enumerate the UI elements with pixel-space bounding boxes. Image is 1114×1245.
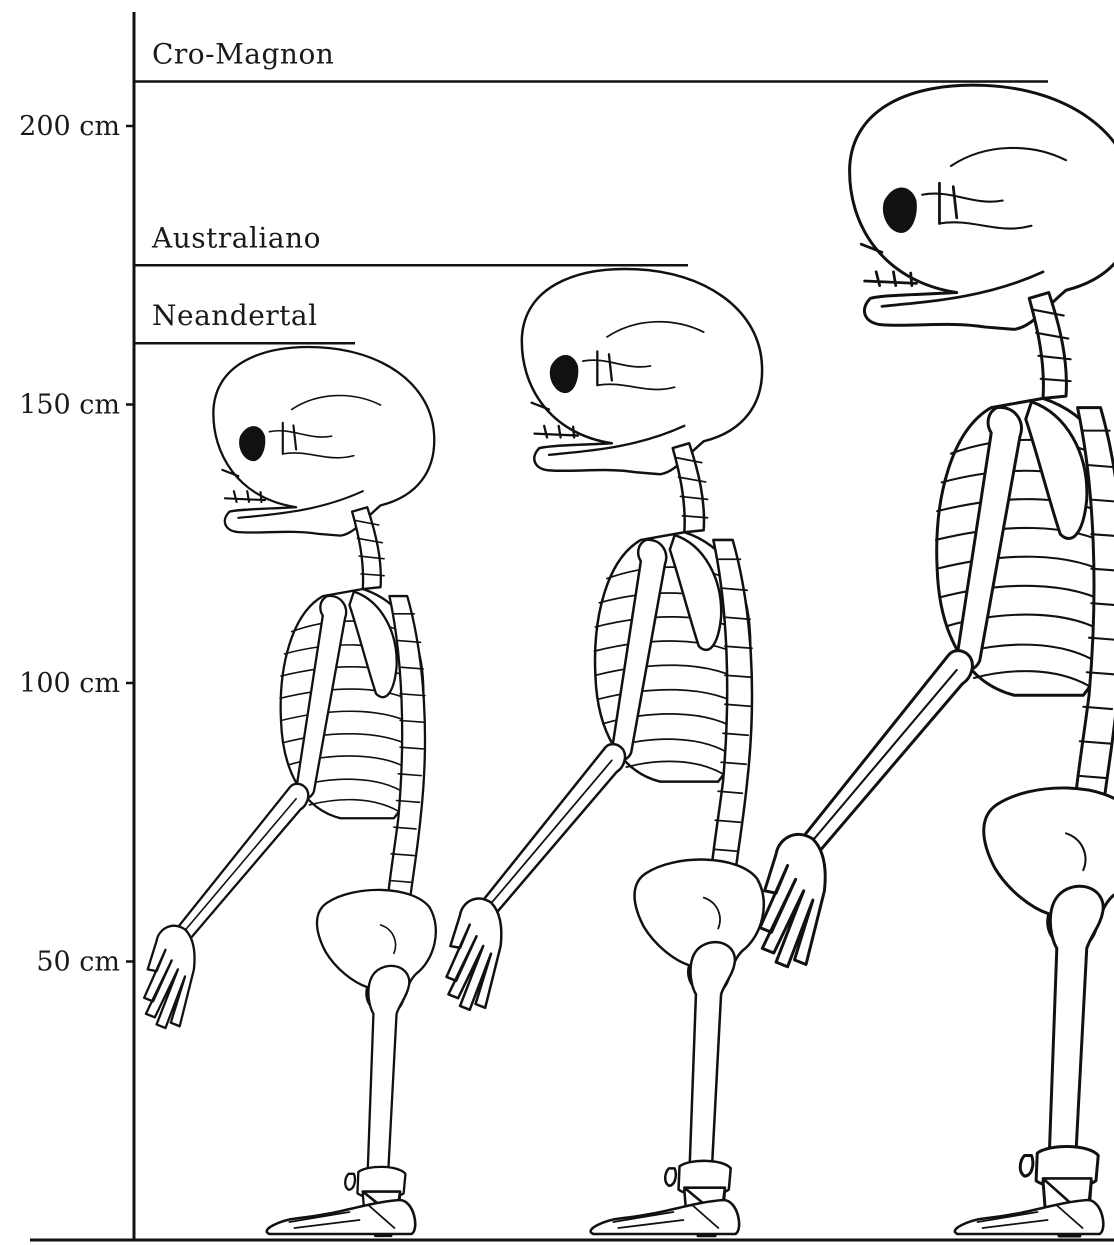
foot-cro-magnon bbox=[955, 1178, 1103, 1234]
tick-label-200: 200 cm bbox=[19, 111, 120, 142]
tick-label-150: 150 cm bbox=[19, 390, 120, 421]
axis-ticks: 200 cm 150 cm 100 cm 50 cm bbox=[19, 111, 134, 978]
foot-neandertal bbox=[267, 1192, 415, 1234]
foot-australiano bbox=[591, 1188, 739, 1234]
figure-label-neandertal: Neandertal bbox=[152, 299, 318, 332]
skeleton-cro-magnon bbox=[760, 85, 1114, 1236]
figure-label-cro-magnon: Cro-Magnon bbox=[152, 37, 334, 70]
skeleton-neandertal bbox=[144, 347, 436, 1236]
skeletons bbox=[144, 85, 1114, 1236]
figure-label-australiano: Australiano bbox=[151, 221, 321, 254]
tick-label-100: 100 cm bbox=[19, 668, 120, 699]
skeleton-australiano bbox=[447, 269, 764, 1236]
tick-label-50: 50 cm bbox=[36, 947, 120, 978]
